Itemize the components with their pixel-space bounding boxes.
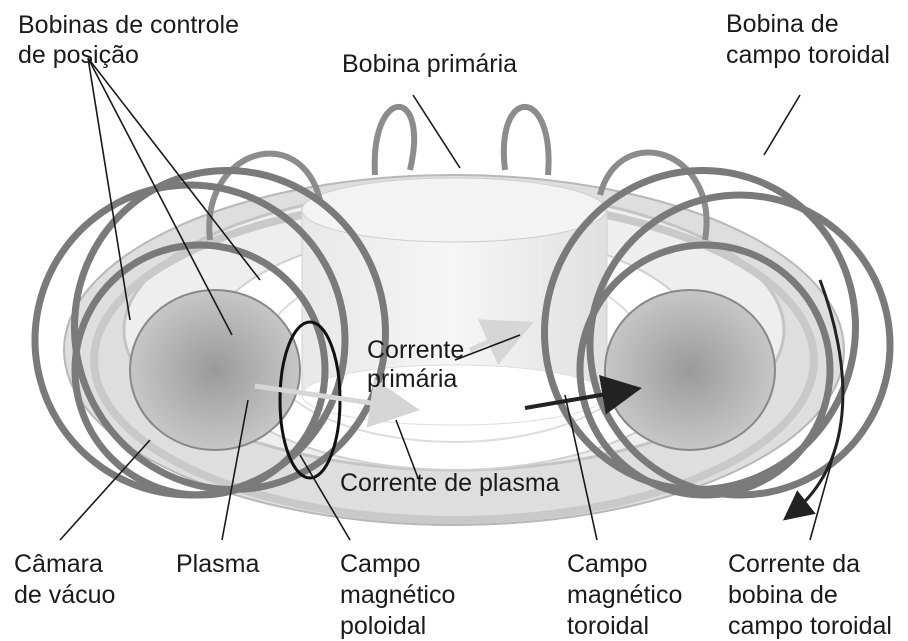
label-position-coils: Bobinas de controle de posição — [18, 11, 246, 69]
label-primary-coil: Bobina primária — [342, 50, 517, 78]
label-vacuum-chamber: Câmara de vácuo — [14, 550, 115, 609]
label-plasma: Plasma — [176, 550, 259, 578]
label-primary-current: Corrente primária — [367, 336, 471, 393]
label-poloidal-field: Campo magnético poloidal — [340, 550, 462, 640]
label-toroidal-coil-current: Corrente da bobina de campo toroidal — [728, 550, 892, 640]
label-plasma-current: Corrente de plasma — [340, 469, 560, 497]
label-toroidal-field: Campo magnético toroidal — [567, 550, 689, 640]
label-toroidal-coil: Bobina de campo toroidal — [726, 10, 890, 69]
